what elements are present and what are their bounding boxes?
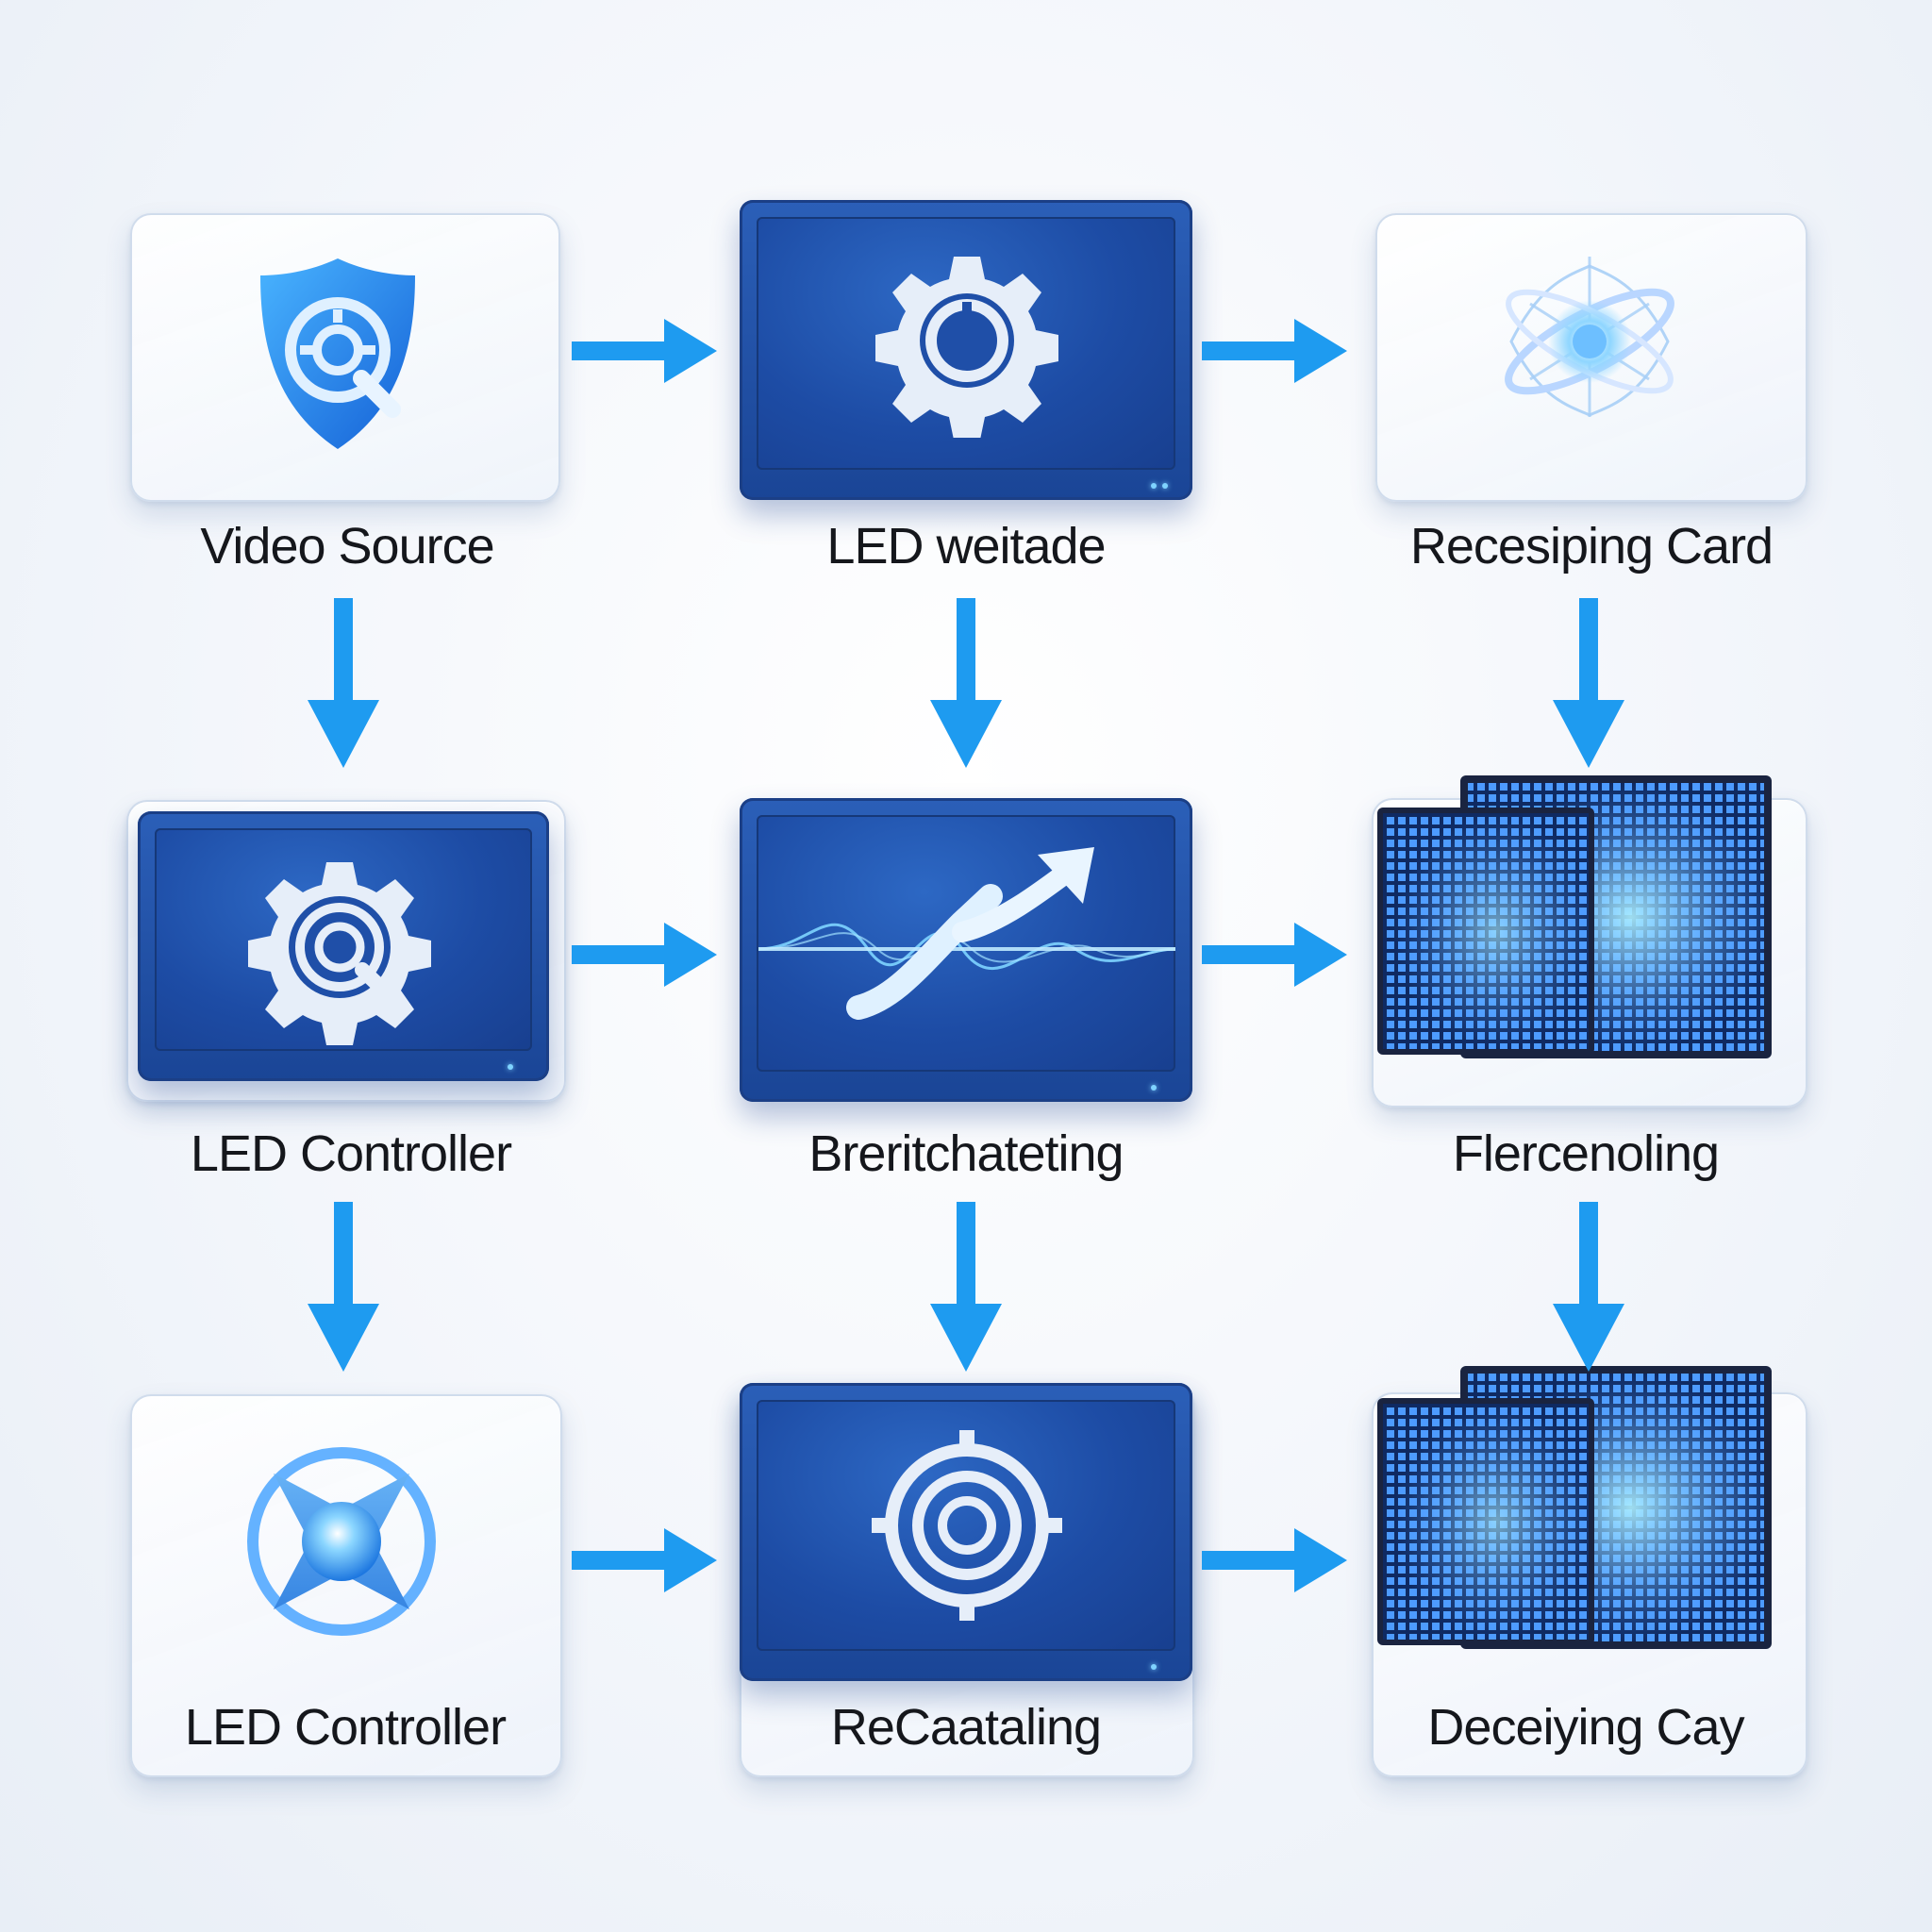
node-label: LED Controller xyxy=(190,1125,512,1182)
led-panel-icon xyxy=(1377,775,1772,1058)
shield-search-icon xyxy=(260,258,415,449)
target-icon xyxy=(872,1430,1062,1621)
arrow-right-icon xyxy=(1202,319,1347,383)
node-label: Breritchateting xyxy=(808,1125,1124,1182)
arrow-down-icon xyxy=(1553,1202,1624,1372)
node-label: LED Controller xyxy=(184,1699,507,1756)
led-panel-icon xyxy=(1377,1366,1772,1649)
gear-icon xyxy=(875,257,1058,438)
atom-glow-icon xyxy=(1505,257,1674,417)
arrow-down-icon xyxy=(930,1202,1002,1372)
arrow-right-icon xyxy=(1202,1528,1347,1592)
node-label: Video Source xyxy=(200,518,494,575)
arrow-down-icon xyxy=(308,1202,379,1372)
gear-search-icon xyxy=(248,862,431,1045)
arrow-right-icon xyxy=(572,319,717,383)
arrow-down-icon xyxy=(930,598,1002,768)
arrow-down-icon xyxy=(1553,598,1624,768)
node-label: Flercenoling xyxy=(1452,1125,1720,1182)
node-label: Recesiping Card xyxy=(1409,518,1774,575)
node-label: Deceiying Cay xyxy=(1427,1699,1744,1756)
arrow-down-icon xyxy=(308,598,379,768)
node-label: ReCaataling xyxy=(830,1699,1102,1756)
star-orb-icon xyxy=(247,1447,436,1636)
wave-arrow-icon xyxy=(758,847,1176,1020)
arrow-right-icon xyxy=(572,923,717,987)
node-label: LED weitade xyxy=(826,518,1106,575)
arrow-right-icon xyxy=(1202,923,1347,987)
arrow-right-icon xyxy=(572,1528,717,1592)
